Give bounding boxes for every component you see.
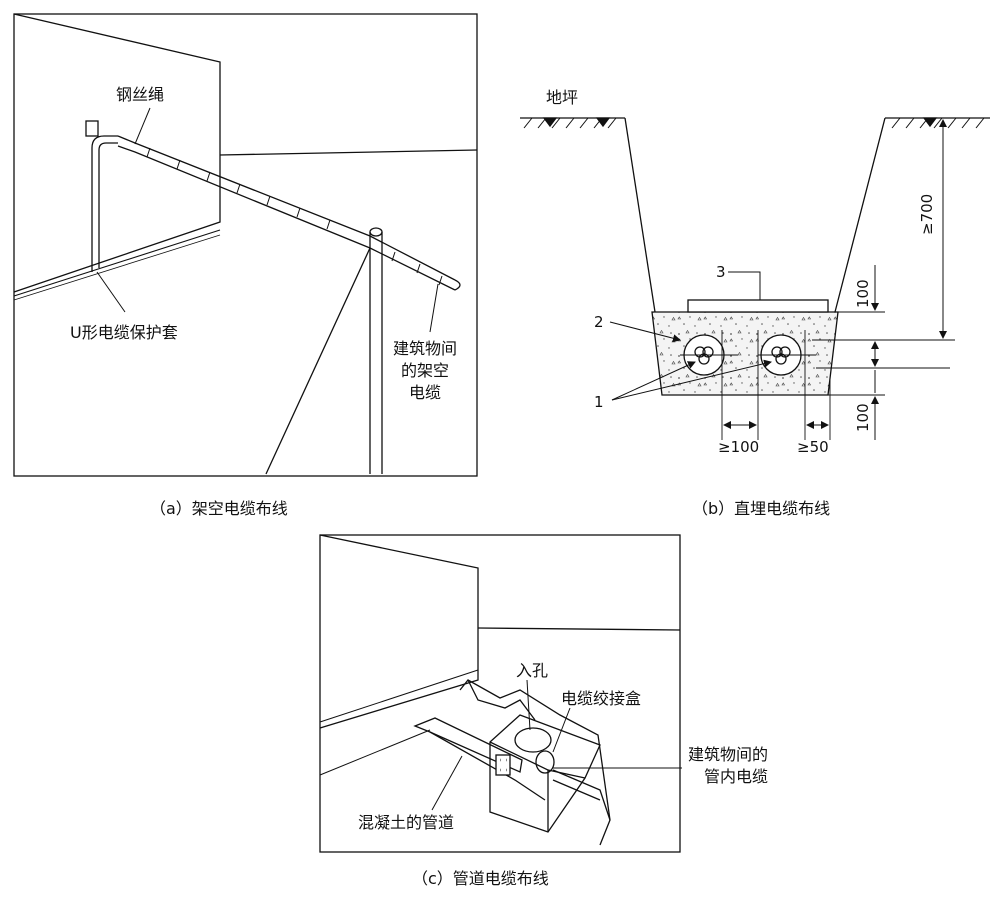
caption-panel-b: （b）直埋电缆布线 bbox=[692, 499, 830, 518]
label-pipe-cable-2: 管内电缆 bbox=[704, 767, 768, 786]
building-wall bbox=[13, 13, 221, 293]
panel-b-labels: 地坪 ≥700 100 100 ≥100 ≥50 3 2 1 （b）直埋电缆布线 bbox=[546, 88, 936, 518]
dim-extension-lines bbox=[812, 117, 955, 396]
junction-panel bbox=[495, 754, 511, 776]
leader-callout-3 bbox=[728, 271, 761, 300]
second-building-edge-c bbox=[477, 627, 681, 631]
aerial-cable bbox=[117, 145, 456, 291]
label-spacing-side: ≥50 bbox=[797, 438, 829, 456]
label-depth: ≥700 bbox=[918, 194, 936, 235]
ground-line-2 bbox=[13, 234, 221, 301]
cable-wrap-marks bbox=[146, 147, 443, 286]
ground-marker-2 bbox=[595, 117, 611, 128]
leader-splice-box bbox=[552, 707, 571, 753]
duct-body bbox=[429, 731, 546, 801]
ground-line-c bbox=[319, 729, 431, 776]
callout-2: 2 bbox=[594, 313, 604, 331]
trench-outline bbox=[624, 117, 886, 313]
label-concrete-duct: 混凝土的管道 bbox=[358, 813, 454, 832]
label-ground: 地坪 bbox=[546, 88, 578, 107]
junction-panel-dots bbox=[500, 758, 507, 772]
callout-3: 3 bbox=[716, 263, 726, 281]
pole-top bbox=[369, 227, 383, 237]
manhole-back-wall bbox=[459, 679, 611, 846]
label-aerial-cable-2: 的架空 bbox=[401, 361, 449, 380]
u-cable-sleeve bbox=[91, 135, 118, 272]
cable-end bbox=[454, 279, 461, 291]
ground-line bbox=[13, 229, 221, 297]
panel-b-direct-burial bbox=[520, 117, 990, 440]
ground-marker-1 bbox=[542, 117, 558, 128]
label-u-sleeve: U形电缆保护套 bbox=[70, 323, 178, 342]
label-splice-box: 电缆绞接盒 bbox=[561, 689, 641, 708]
leader-callout-2 bbox=[609, 321, 681, 343]
leader-manhole bbox=[526, 679, 531, 731]
label-spacing-between: ≥100 bbox=[718, 438, 759, 456]
concrete-duct bbox=[413, 717, 523, 773]
panel-a-frame bbox=[13, 13, 478, 477]
leader-steel-wire bbox=[134, 107, 151, 145]
panel-c-frame bbox=[319, 534, 681, 853]
wall-base-c bbox=[319, 669, 479, 723]
concrete-fill bbox=[651, 311, 839, 396]
ground-hatching bbox=[523, 117, 985, 129]
callout-1: 1 bbox=[594, 393, 604, 411]
second-building-edge bbox=[219, 149, 478, 156]
cover-plate bbox=[687, 299, 829, 313]
label-manhole: 入孔 bbox=[516, 661, 548, 680]
label-bottom-100: 100 bbox=[854, 403, 872, 432]
leader-callout-1a bbox=[611, 361, 696, 401]
cable-run-right bbox=[552, 769, 611, 821]
label-aerial-cable-1: 建筑物间 bbox=[393, 339, 457, 358]
panel-c-duct-cabling bbox=[319, 534, 682, 853]
utility-pole bbox=[369, 232, 383, 474]
panel-c-labels: 入孔 电缆绞接盒 建筑物间的 管内电缆 混凝土的管道 （c）管道电缆布线 bbox=[358, 661, 768, 888]
manhole-opening bbox=[514, 727, 552, 753]
cable-center-lines bbox=[680, 330, 831, 440]
u-cable-sleeve-inner bbox=[98, 142, 118, 268]
manhole-box-edges bbox=[489, 741, 586, 832]
panel-a-aerial-cabling bbox=[13, 13, 478, 477]
label-top-100: 100 bbox=[854, 279, 872, 308]
guy-wire bbox=[265, 247, 371, 475]
label-aerial-cable-3: 电缆 bbox=[409, 383, 441, 402]
manhole-back-wall-2 bbox=[467, 679, 536, 721]
sleeve-bracket bbox=[85, 120, 99, 137]
ground-marker-3 bbox=[922, 117, 938, 128]
panel-a-labels: 钢丝绳 U形电缆保护套 建筑物间 的架空 电缆 （a）架空电缆布线 bbox=[70, 85, 457, 518]
leader-sleeve bbox=[96, 271, 126, 313]
label-steel-wire: 钢丝绳 bbox=[116, 85, 164, 104]
caption-panel-a: （a）架空电缆布线 bbox=[150, 499, 288, 518]
leader-aerial-cable bbox=[429, 283, 439, 333]
label-pipe-cable-1: 建筑物间的 bbox=[688, 745, 768, 764]
leader-callout-1b bbox=[611, 359, 772, 401]
splice-box-pipe bbox=[535, 750, 555, 774]
caption-panel-c: （c）管道电缆布线 bbox=[412, 869, 549, 888]
leader-duct bbox=[431, 755, 463, 811]
steel-wire bbox=[117, 135, 456, 281]
building-wall-c bbox=[319, 534, 479, 729]
